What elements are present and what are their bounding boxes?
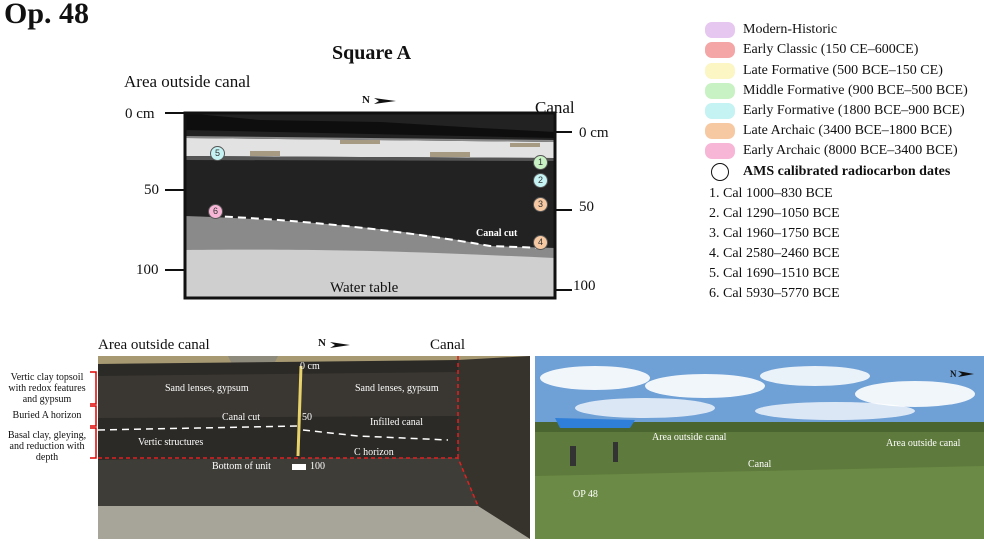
legend-swatch <box>705 83 735 99</box>
annot-infilled: Infilled canal <box>370 417 424 428</box>
annot-hundred: 100 <box>310 461 325 472</box>
annot-sand-right: Sand lenses, gypsum <box>355 383 439 394</box>
side-brackets <box>90 371 97 459</box>
legend-item-early-archaic: Early Archaic (8000 BCE–3400 BCE) <box>705 141 958 161</box>
date-5: 5. Cal 1690–1510 BCE <box>709 266 840 281</box>
annot-bottom: Bottom of unit <box>212 461 271 472</box>
legend-swatch <box>705 63 735 79</box>
marker-3: 3 <box>533 197 548 212</box>
profile-left-label: Area outside canal <box>124 72 251 91</box>
annot-vertic: Vertic structures <box>138 437 204 448</box>
side-label-buried-a: Buried A horizon <box>12 410 82 421</box>
profile-north-label: N <box>362 94 370 106</box>
legend-item-modern: Modern-Historic <box>705 20 837 40</box>
legend-item-middle-formative: Middle Formative (900 BCE–500 BCE) <box>705 81 968 101</box>
right-tick-50: 50 <box>579 199 594 215</box>
north-arrow-icon <box>958 371 974 377</box>
figure-title: Op. 48 <box>4 0 90 30</box>
legend-label: Modern-Historic <box>743 22 838 37</box>
side-label-topsoil: Vertic clay topsoil with redox features … <box>8 372 86 405</box>
photo-north-label: N <box>318 337 326 349</box>
landscape-area-left: Area outside canal <box>652 432 727 443</box>
legend-label: Late Formative (500 BCE–150 CE) <box>743 63 943 78</box>
legend-label: Early Archaic (8000 BCE–3400 BCE) <box>743 143 958 158</box>
landscape-photo <box>535 356 984 539</box>
right-tick-0: 0 cm <box>579 125 609 141</box>
legend-swatch <box>705 103 735 119</box>
left-tick-100: 100 <box>136 262 159 278</box>
canal-cut-label: Canal cut <box>476 228 518 239</box>
annot-canal-cut: Canal cut <box>222 412 261 423</box>
trench-photo <box>98 356 530 539</box>
legend-swatch <box>705 22 735 38</box>
legend-item-early-classic: Early Classic (150 CE–600CE) <box>705 40 918 60</box>
left-tick-50: 50 <box>144 182 159 198</box>
legend-label: Middle Formative (900 BCE–500 BCE) <box>743 83 968 98</box>
photo-right-label: Canal <box>430 337 465 353</box>
legend-item-early-formative: Early Formative (1800 BCE–900 BCE) <box>705 101 965 121</box>
north-arrow-icon <box>374 98 396 104</box>
legend-label: Late Archaic (3400 BCE–1800 BCE) <box>743 123 953 138</box>
ams-label: AMS calibrated radiocarbon dates <box>743 164 951 179</box>
left-tick-0: 0 cm <box>125 106 155 122</box>
marker-1: 1 <box>533 155 548 170</box>
annot-sand-left: Sand lenses, gypsum <box>165 383 249 394</box>
landscape-north-label: N <box>950 369 957 379</box>
date-4: 4. Cal 2580–2460 BCE <box>709 246 840 261</box>
date-1: 1. Cal 1000–830 BCE <box>709 186 833 201</box>
profile-drawing <box>165 111 572 300</box>
profile-title: Square A <box>332 42 412 64</box>
marker-6: 6 <box>208 204 223 219</box>
annot-zero: 0 cm <box>300 361 320 372</box>
water-table-label: Water table <box>330 280 399 296</box>
legend-label: Early Classic (150 CE–600CE) <box>743 42 919 57</box>
legend-label: Early Formative (1800 BCE–900 BCE) <box>743 103 965 118</box>
date-3: 3. Cal 1960–1750 BCE <box>709 226 840 241</box>
annot-c-horizon: C horizon <box>354 447 394 458</box>
legend-swatch <box>705 42 735 58</box>
marker-5: 5 <box>210 146 225 161</box>
side-label-basal: Basal clay, gleying, and reduction with … <box>7 430 87 463</box>
date-6: 6. Cal 5930–5770 BCE <box>709 286 840 301</box>
legend-item-ams: AMS calibrated radiocarbon dates <box>705 162 950 182</box>
date-2: 2. Cal 1290–1050 BCE <box>709 206 840 221</box>
marker-4: 4 <box>533 235 548 250</box>
north-arrow-icon <box>330 342 350 348</box>
landscape-canal: Canal <box>748 459 772 470</box>
legend-item-late-formative: Late Formative (500 BCE–150 CE) <box>705 61 943 81</box>
annot-fifty: 50 <box>302 412 312 423</box>
marker-2: 2 <box>533 173 548 188</box>
right-tick-100: 100 <box>573 278 596 294</box>
ams-circle-icon <box>711 163 729 181</box>
landscape-area-right: Area outside canal <box>886 438 961 449</box>
photo-left-label: Area outside canal <box>98 337 210 353</box>
legend-item-late-archaic: Late Archaic (3400 BCE–1800 BCE) <box>705 121 952 141</box>
legend-swatch <box>705 143 735 159</box>
legend-swatch <box>705 123 735 139</box>
landscape-op-label: OP 48 <box>573 489 598 500</box>
